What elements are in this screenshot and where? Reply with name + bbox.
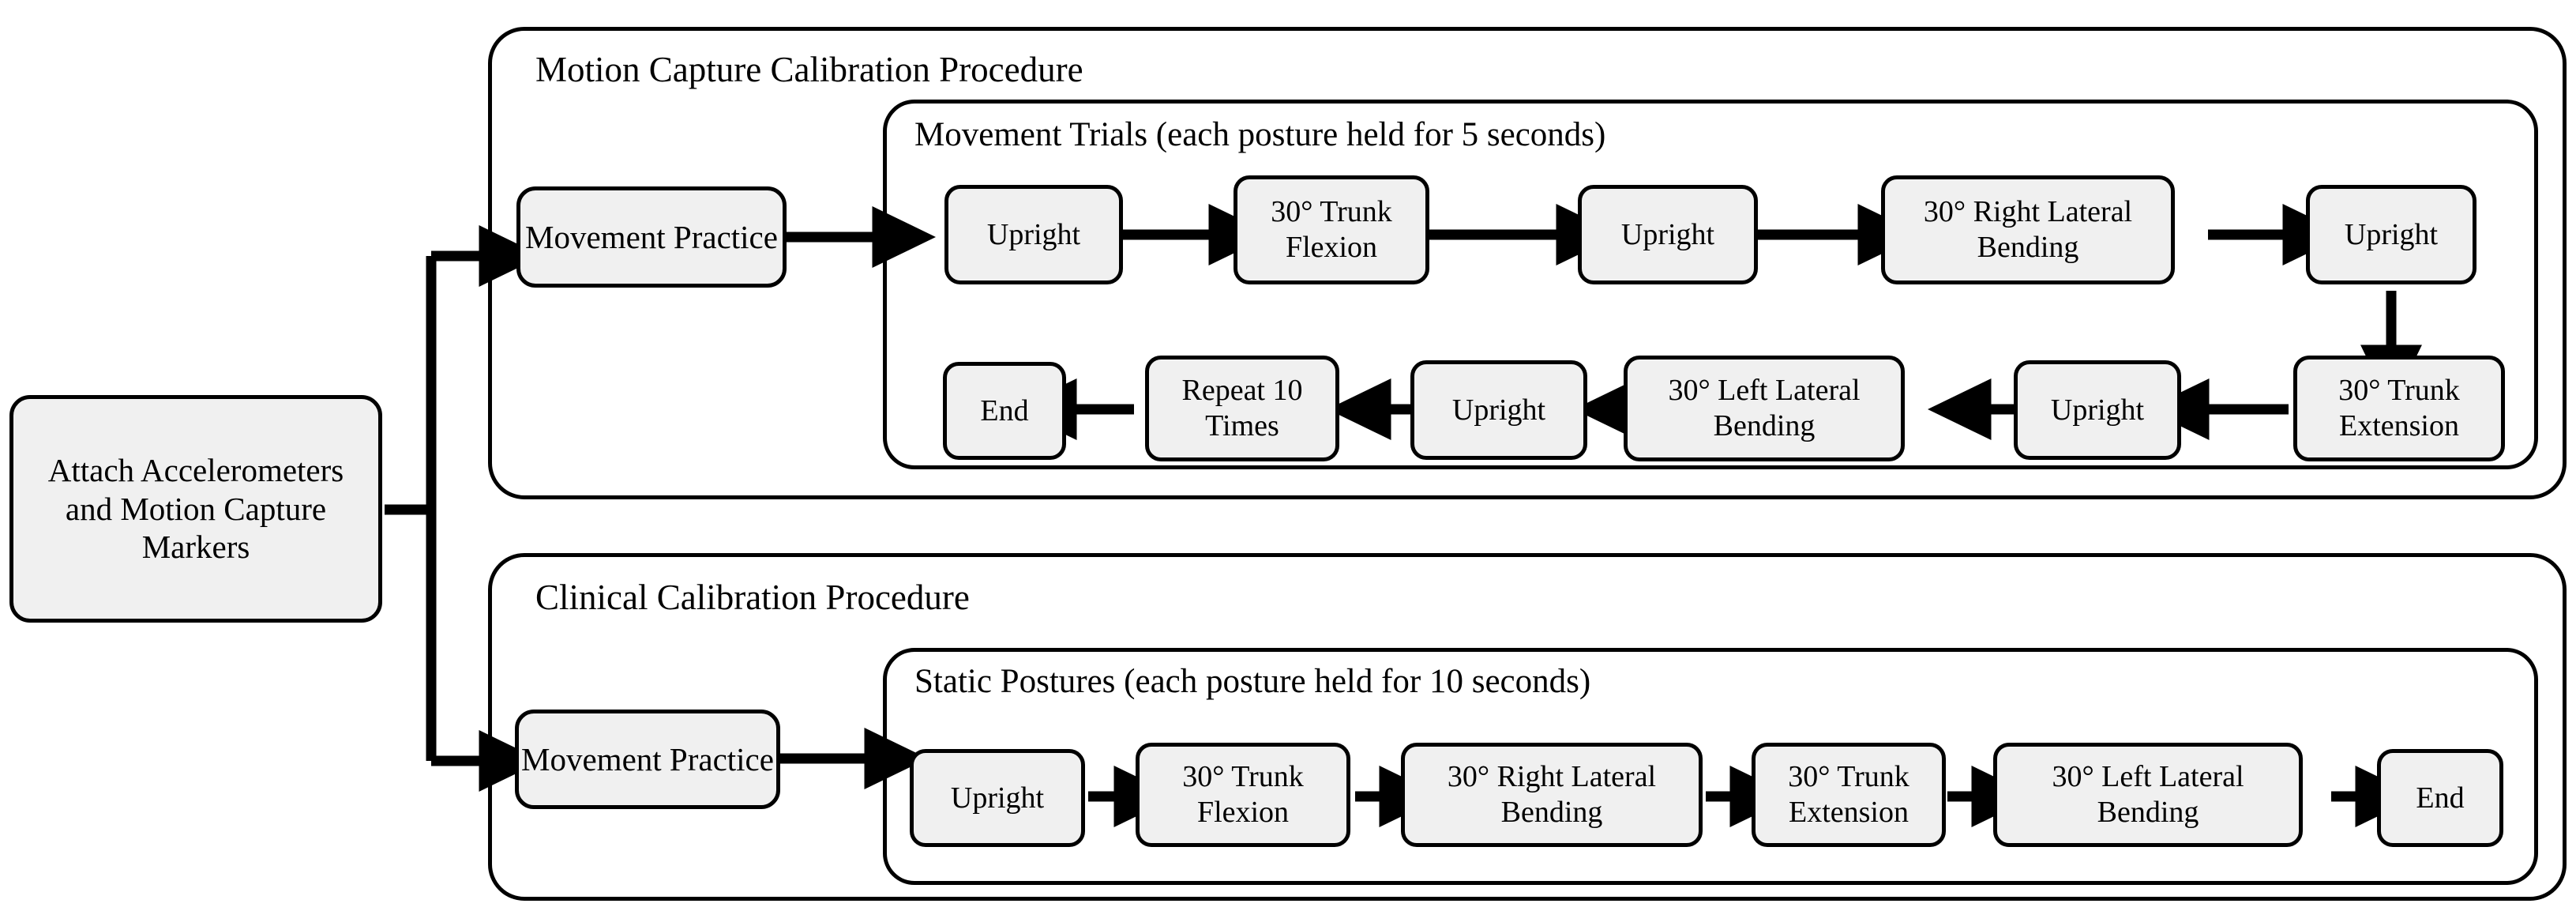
title-static-postures: Static Postures (each posture held for 1… bbox=[914, 663, 1591, 700]
node-mc-r2-upright-1[interactable]: Upright bbox=[1410, 360, 1587, 460]
container-movement-trials bbox=[883, 100, 2538, 469]
node-mc-r2-trunk-extension[interactable]: 30° Trunk Extension bbox=[2293, 356, 2505, 461]
title-clinical-procedure: Clinical Calibration Procedure bbox=[535, 578, 970, 617]
node-mc-r2-repeat-10-times[interactable]: Repeat 10 Times bbox=[1145, 356, 1339, 461]
node-cl-trunk-flexion[interactable]: 30° Trunk Flexion bbox=[1136, 743, 1350, 847]
node-mc-r1-upright-1[interactable]: Upright bbox=[944, 185, 1123, 284]
title-movement-trials: Movement Trials (each posture held for 5… bbox=[914, 116, 1606, 153]
node-cl-left-lateral-bending[interactable]: 30° Left Lateral Bending bbox=[1993, 743, 2303, 847]
node-cl-trunk-extension[interactable]: 30° Trunk Extension bbox=[1752, 743, 1946, 847]
node-mc-r1-upright-3[interactable]: Upright bbox=[2306, 185, 2476, 284]
node-mc-r2-upright-2[interactable]: Upright bbox=[2014, 360, 2181, 460]
node-cl-upright[interactable]: Upright bbox=[910, 749, 1085, 847]
node-mc-r1-upright-2[interactable]: Upright bbox=[1578, 185, 1758, 284]
start-node-attach-sensors[interactable]: Attach Accelerometers and Motion Capture… bbox=[9, 395, 382, 623]
node-mc-r2-end[interactable]: End bbox=[943, 362, 1066, 460]
title-motion-capture-procedure: Motion Capture Calibration Procedure bbox=[535, 50, 1083, 89]
node-cl-right-lateral-bending[interactable]: 30° Right Lateral Bending bbox=[1401, 743, 1703, 847]
node-mc-r2-left-lateral-bending[interactable]: 30° Left Lateral Bending bbox=[1624, 356, 1905, 461]
node-cl-end[interactable]: End bbox=[2377, 749, 2503, 847]
node-mc-r1-trunk-flexion[interactable]: 30° Trunk Flexion bbox=[1234, 175, 1429, 284]
node-mc-movement-practice[interactable]: Movement Practice bbox=[516, 186, 787, 288]
edge-start-split bbox=[385, 225, 543, 792]
node-mc-r1-right-lateral-bending[interactable]: 30° Right Lateral Bending bbox=[1881, 175, 2175, 284]
node-cl-movement-practice[interactable]: Movement Practice bbox=[515, 710, 780, 809]
container-clinical-procedure bbox=[488, 553, 2567, 901]
